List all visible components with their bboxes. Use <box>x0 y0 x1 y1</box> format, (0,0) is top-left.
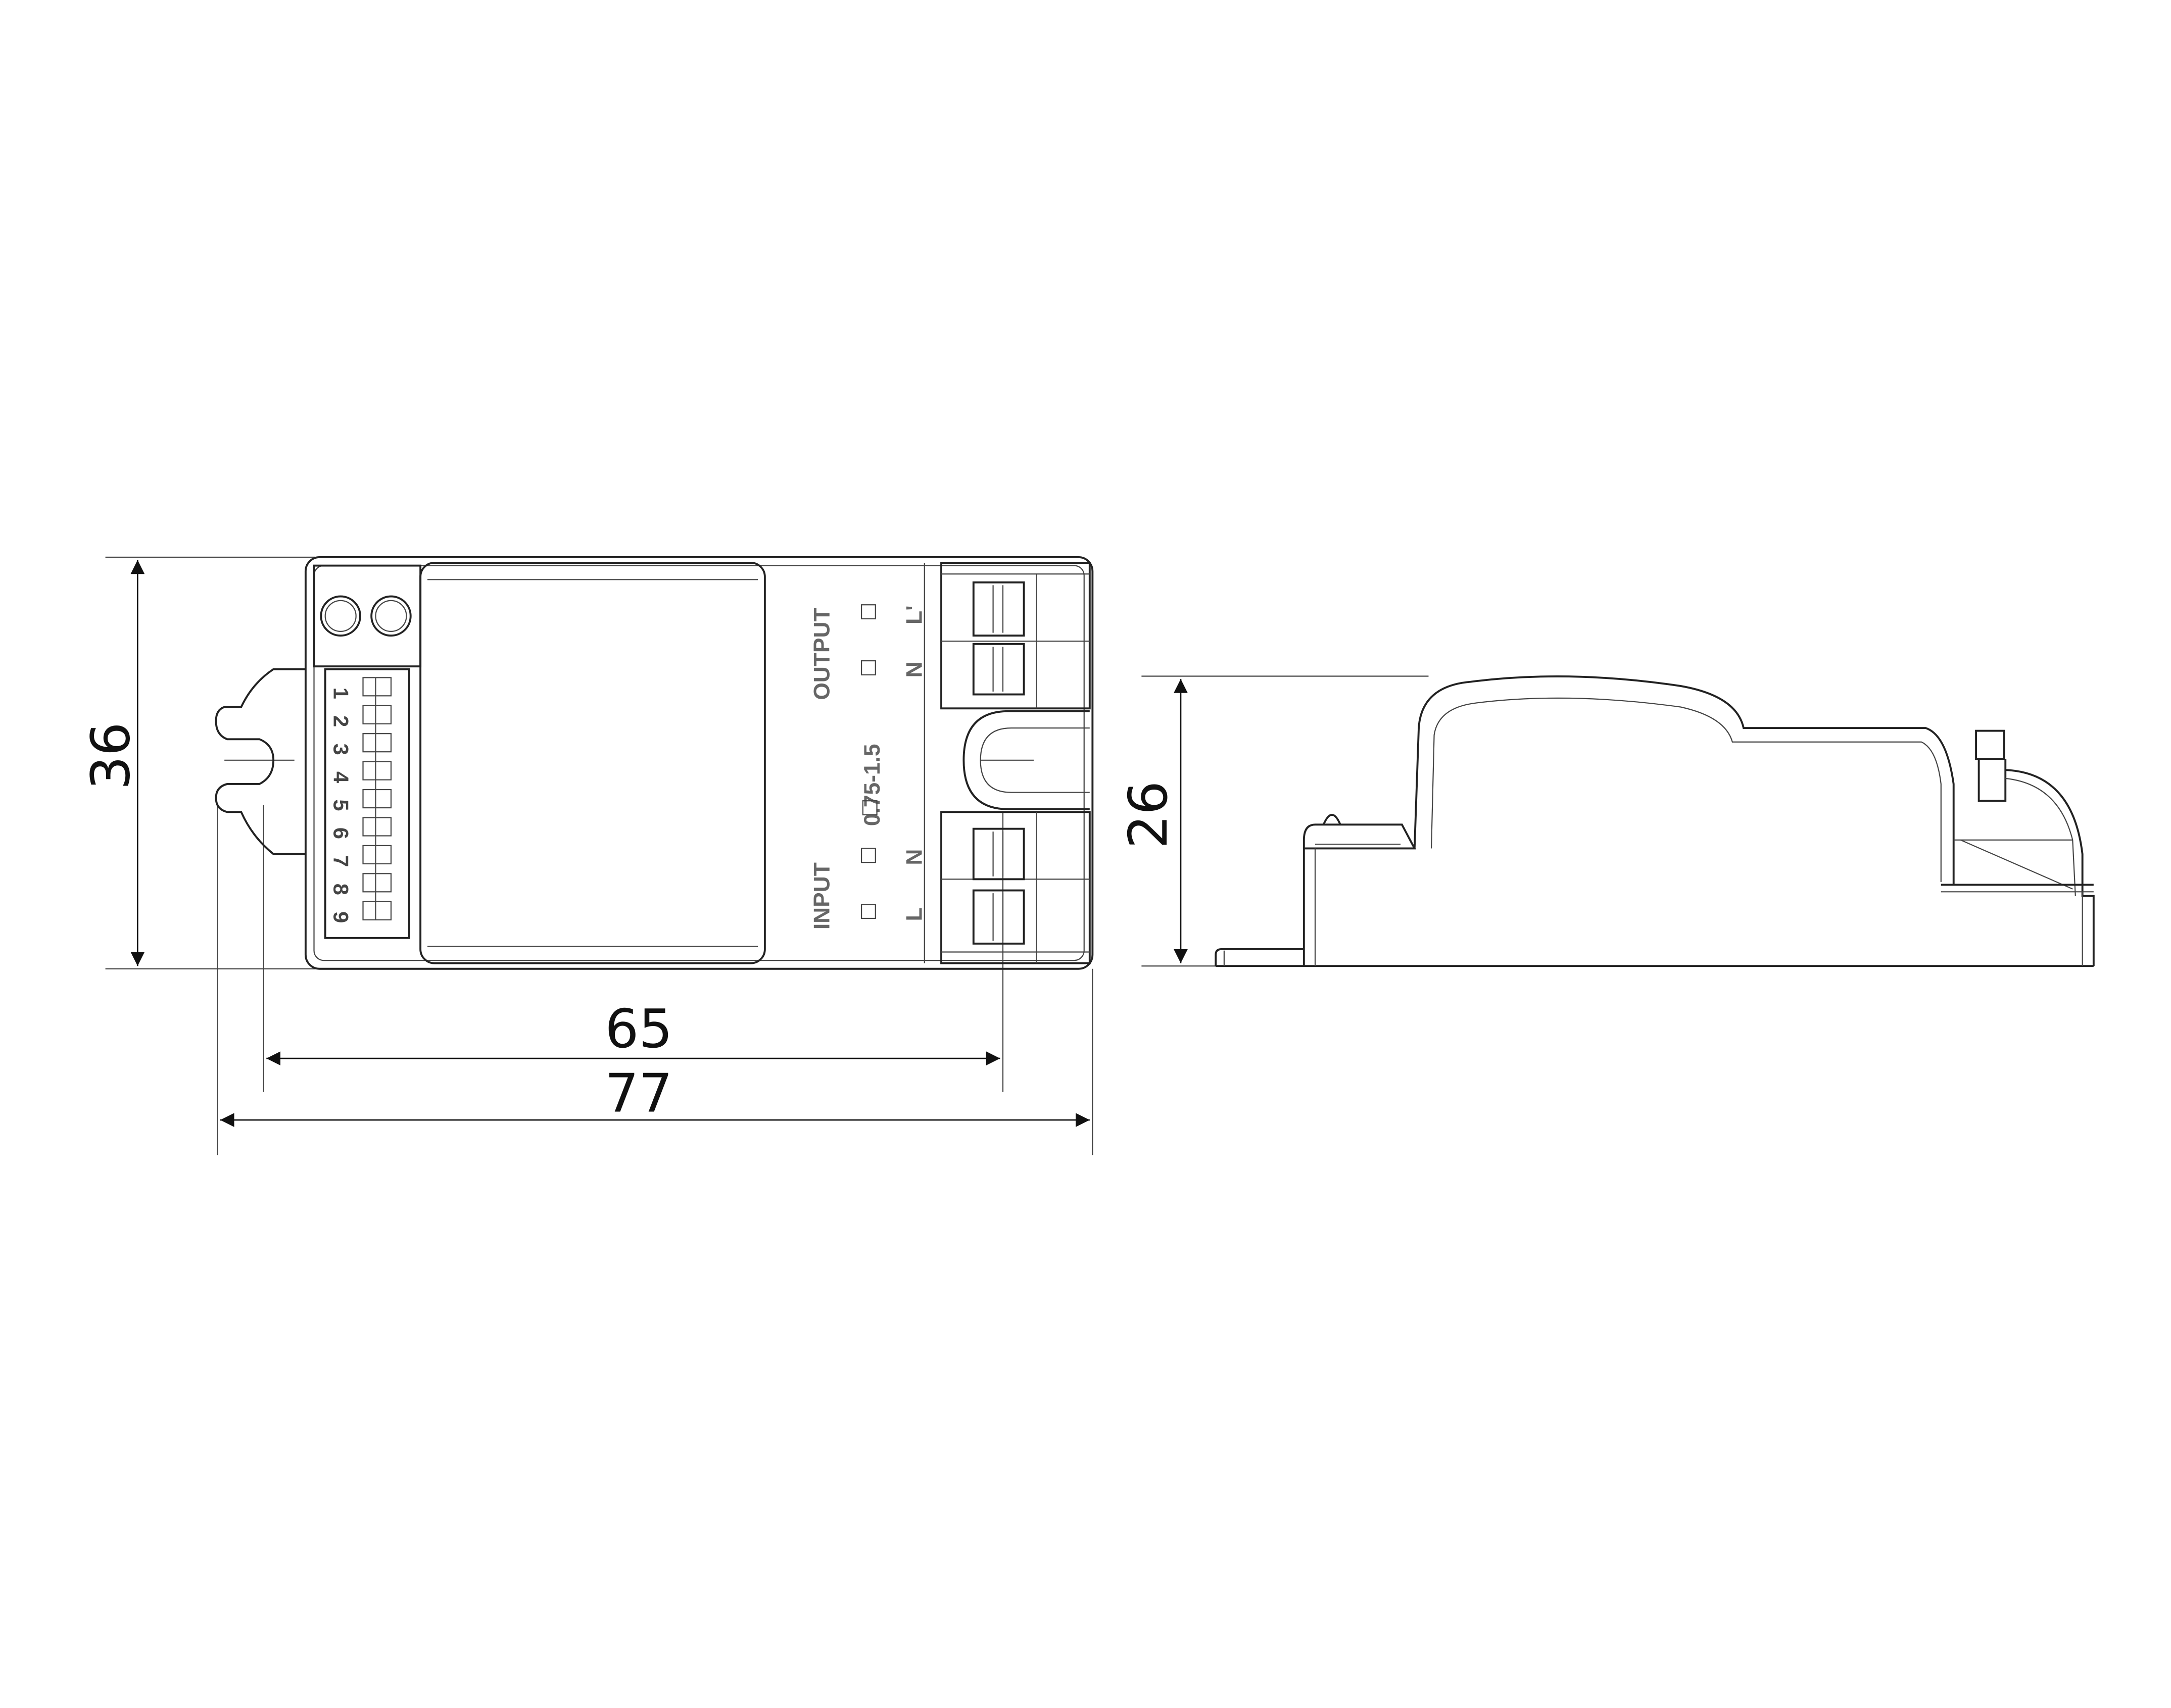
svg-text:1: 1 <box>329 688 353 699</box>
top-view: 1 2 3 4 5 6 7 8 9 OUTPUT INPUT 0.75-1.5 … <box>105 556 1094 1155</box>
dimension-36: 36 <box>80 560 145 966</box>
led-circle-2 <box>370 595 412 637</box>
dip-switch[interactable] <box>362 677 392 920</box>
svg-text:N: N <box>902 661 927 677</box>
input-terminal[interactable] <box>940 811 1091 964</box>
svg-text:2: 2 <box>329 715 353 727</box>
led-circle-1 <box>320 595 361 637</box>
svg-text:8: 8 <box>329 884 353 895</box>
svg-text:N: N <box>902 849 927 865</box>
svg-text:26: 26 <box>1117 781 1179 849</box>
svg-text:OUTPUT: OUTPUT <box>809 608 834 700</box>
svg-text:7: 7 <box>329 855 353 867</box>
svg-text:6: 6 <box>329 827 353 839</box>
svg-text:3: 3 <box>329 744 353 755</box>
svg-text:65: 65 <box>605 998 672 1060</box>
dimension-65: 65 <box>266 998 1000 1065</box>
svg-text:77: 77 <box>605 1062 672 1124</box>
side-view <box>1141 675 2095 967</box>
cable-slot <box>962 710 1090 810</box>
svg-text:L': L' <box>902 605 927 624</box>
dimension-77: 77 <box>220 1062 1090 1127</box>
svg-text:5: 5 <box>329 799 353 811</box>
svg-text:36: 36 <box>80 722 142 790</box>
dimension-26: 26 <box>1117 679 1188 963</box>
svg-text:4: 4 <box>329 771 353 783</box>
svg-text:INPUT: INPUT <box>809 862 834 930</box>
svg-text:0.75-1.5: 0.75-1.5 <box>860 744 885 826</box>
svg-text:L: L <box>902 907 927 921</box>
output-terminal[interactable] <box>940 562 1091 710</box>
dip-numbers: 1 2 3 4 5 6 7 8 9 <box>329 688 353 923</box>
svg-text:9: 9 <box>329 911 353 923</box>
terminal-labels: OUTPUT INPUT 0.75-1.5 L' N N L <box>809 604 927 930</box>
